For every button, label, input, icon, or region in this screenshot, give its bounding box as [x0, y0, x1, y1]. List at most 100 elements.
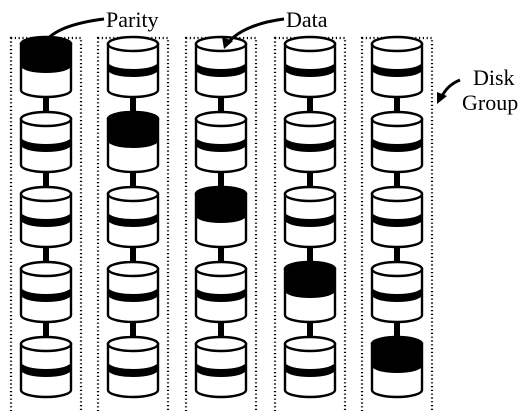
- disk-top: [19, 35, 73, 53]
- data-disk: [106, 185, 160, 263]
- disk-connector: [218, 246, 224, 263]
- data-disk: [19, 260, 73, 338]
- disk-connector: [307, 96, 313, 113]
- disk-connector: [130, 321, 136, 338]
- annotations-layer: Parity Data Disk Group: [39, 7, 518, 115]
- disk-top: [370, 260, 424, 278]
- disk-top: [370, 185, 424, 203]
- data-disk: [370, 260, 424, 338]
- disk-group-label-line2: Group: [462, 90, 518, 115]
- disk-top: [106, 185, 160, 203]
- data-stripe: [21, 212, 71, 227]
- data-disk: [283, 110, 337, 188]
- data-disk: [370, 35, 424, 113]
- disk-group-3: [184, 35, 258, 415]
- data-stripe: [108, 362, 158, 377]
- data-stripe: [21, 362, 71, 377]
- disk-connector: [218, 321, 224, 338]
- data-stripe: [285, 137, 335, 152]
- data-disk: [19, 335, 73, 399]
- disk-top: [19, 335, 73, 353]
- data-disk: [19, 110, 73, 188]
- data-disk: [106, 260, 160, 338]
- disk-group-4: [273, 35, 347, 415]
- disk-top: [194, 35, 248, 53]
- data-disk: [194, 35, 248, 113]
- disk-top: [106, 110, 160, 128]
- parity-label: Parity: [106, 7, 159, 32]
- disk-connector: [43, 96, 49, 113]
- disk-top: [283, 335, 337, 353]
- data-stripe: [108, 62, 158, 77]
- disk-group-arrowhead: [437, 92, 447, 104]
- data-disk: [370, 110, 424, 188]
- data-stripe: [108, 287, 158, 302]
- parity-disk: [370, 335, 424, 399]
- parity-arrow: [43, 17, 105, 43]
- data-disk: [106, 35, 160, 113]
- parity-disk: [283, 260, 337, 338]
- data-disk: [283, 185, 337, 263]
- disk-top: [370, 335, 424, 353]
- disk-top: [194, 260, 248, 278]
- disk-top: [283, 35, 337, 53]
- data-stripe: [372, 212, 422, 227]
- disk-connector: [307, 321, 313, 338]
- disk-connector: [218, 96, 224, 113]
- disk-top: [194, 110, 248, 128]
- data-stripe: [372, 137, 422, 152]
- disk-connector: [43, 246, 49, 263]
- disk-top: [106, 335, 160, 353]
- disk-group-label-line1: Disk: [473, 65, 515, 90]
- disk-top: [283, 110, 337, 128]
- data-stripe: [196, 137, 246, 152]
- data-disk: [106, 335, 160, 399]
- data-stripe: [21, 287, 71, 302]
- disk-connector: [394, 246, 400, 263]
- data-stripe: [285, 212, 335, 227]
- data-stripe: [372, 287, 422, 302]
- disk-top: [19, 110, 73, 128]
- disk-top: [194, 185, 248, 203]
- disk-connector: [130, 246, 136, 263]
- disk-connector: [394, 96, 400, 113]
- disk-top: [283, 260, 337, 278]
- disk-top: [19, 185, 73, 203]
- disk-connector: [130, 171, 136, 188]
- parity-arrowhead: [39, 36, 50, 48]
- disk-groups-layer: [9, 35, 434, 415]
- disk-group-1: [9, 35, 83, 415]
- disk-connector: [394, 321, 400, 338]
- data-disk: [283, 35, 337, 113]
- disk-top: [194, 335, 248, 353]
- disk-group-5: [360, 35, 434, 415]
- disk-top: [370, 110, 424, 128]
- disk-top: [106, 35, 160, 53]
- data-disk: [194, 110, 248, 188]
- data-stripe: [285, 62, 335, 77]
- data-disk: [194, 260, 248, 338]
- disk-connector: [43, 321, 49, 338]
- parity-disk: [106, 110, 160, 188]
- data-disk: [283, 335, 337, 399]
- data-label: Data: [286, 7, 328, 32]
- data-stripe: [108, 212, 158, 227]
- data-disk: [19, 185, 73, 263]
- disk-connector: [43, 171, 49, 188]
- data-stripe: [196, 62, 246, 77]
- disk-top: [106, 260, 160, 278]
- disk-top: [283, 185, 337, 203]
- parity-disk: [194, 185, 248, 263]
- disk-connector: [394, 171, 400, 188]
- disk-top: [19, 260, 73, 278]
- data-stripe: [196, 287, 246, 302]
- disk-connector: [307, 246, 313, 263]
- disk-connector: [130, 96, 136, 113]
- data-arrow: [226, 17, 285, 44]
- data-stripe: [196, 362, 246, 377]
- data-stripe: [21, 137, 71, 152]
- data-stripe: [285, 362, 335, 377]
- parity-disk: [19, 35, 73, 113]
